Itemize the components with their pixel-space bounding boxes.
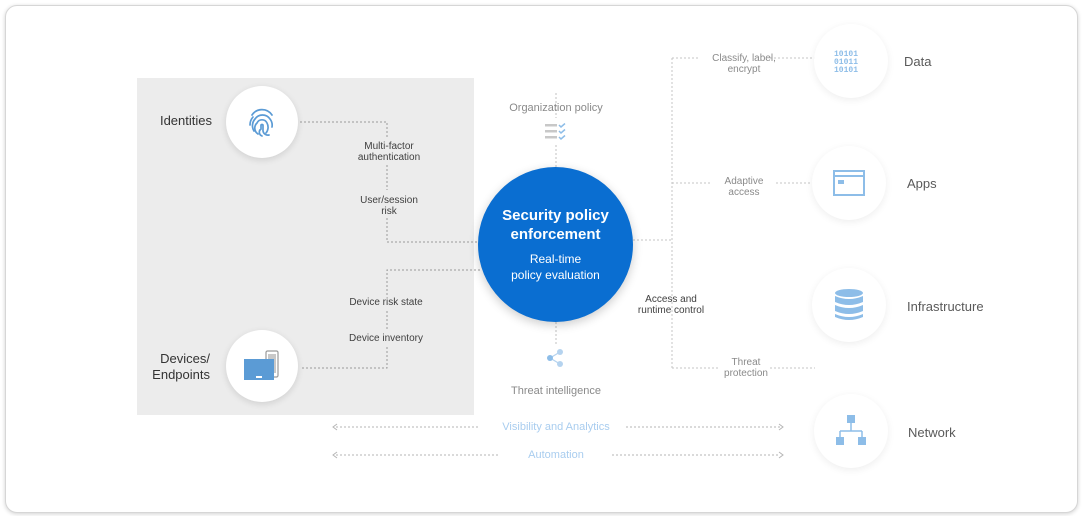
signals-panel <box>137 78 474 415</box>
device-risk-label: Device risk state <box>349 297 423 308</box>
visibility-analytics-label: Visibility and Analytics <box>502 421 610 433</box>
center-sub-line1: Real-time <box>529 251 582 266</box>
identities-icon-circle <box>226 86 298 158</box>
infrastructure-icon-circle <box>812 268 886 342</box>
threat-intelligence-label: Threat intelligence <box>511 385 601 397</box>
svg-text:01011: 01011 <box>834 58 858 67</box>
classify-line2: encrypt <box>727 64 761 75</box>
security-policy-enforcement-node: Security policy enforcement Real-time po… <box>478 167 633 322</box>
classify-label: Classify, label, encrypt <box>712 53 776 75</box>
center-subtitle: Real-time policy evaluation <box>511 252 600 283</box>
devices-label-line1: Devices/ <box>160 351 210 366</box>
threat-line2: protection <box>724 368 768 379</box>
network-icon <box>836 415 866 445</box>
data-label: Data <box>904 54 932 69</box>
adaptive-access-label: Adaptive access <box>725 176 764 198</box>
policy-checklist-icon <box>545 123 566 141</box>
center-title-line1: Security policy <box>502 206 609 224</box>
automation-label: Automation <box>528 449 584 461</box>
svg-text:10101: 10101 <box>834 66 858 73</box>
access-line2: runtime control <box>637 305 705 316</box>
organization-policy-label: Organization policy <box>509 102 603 114</box>
device-inventory-label: Device inventory <box>349 333 423 344</box>
center-sub-line2: policy evaluation <box>511 267 600 282</box>
access-line1: Access and <box>645 294 697 305</box>
user-session-line1: User/session <box>360 195 418 206</box>
devices-label-line2: Endpoints <box>152 367 210 383</box>
data-icon-circle: 10101 01011 10101 <box>814 24 888 98</box>
mfa-label-line2: authentication <box>357 152 421 163</box>
classify-line1: Classify, label, <box>712 53 776 64</box>
center-title-line2: enforcement <box>510 226 601 244</box>
identities-label: Identities <box>159 113 212 128</box>
user-session-line2: risk <box>381 206 397 217</box>
adaptive-line1: Adaptive <box>724 176 764 187</box>
database-icon <box>835 289 863 320</box>
infrastructure-label: Infrastructure <box>907 299 984 314</box>
apps-label: Apps <box>907 176 937 191</box>
threat-intelligence-icon <box>547 349 563 367</box>
mfa-label: Multi-factor authentication <box>358 141 420 163</box>
devices-icon <box>244 350 279 380</box>
devices-label: Devices/ Endpoints <box>140 351 210 384</box>
user-session-risk-label: User/session risk <box>360 195 418 217</box>
binary-data-icon: 10101 01011 10101 <box>834 50 858 73</box>
svg-text:10101: 10101 <box>834 50 858 59</box>
devices-icon-circle <box>226 330 298 402</box>
mfa-label-line1: Multi-factor <box>364 141 414 152</box>
threat-line1: Threat <box>731 357 761 368</box>
apps-icon-circle <box>812 146 886 220</box>
adaptive-line2: access <box>728 187 760 198</box>
app-window-icon <box>833 170 865 196</box>
network-label: Network <box>908 425 956 440</box>
threat-protection-label: Threat protection <box>724 357 768 379</box>
access-runtime-control-label: Access and runtime control <box>638 294 704 316</box>
network-icon-circle <box>814 394 888 468</box>
fingerprint-icon <box>249 108 274 137</box>
